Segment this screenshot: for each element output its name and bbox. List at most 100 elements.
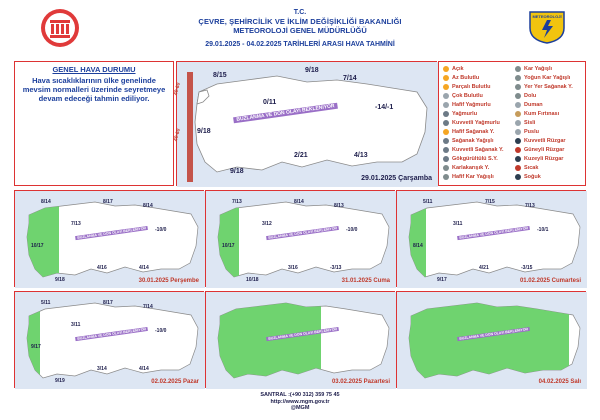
temp-label: 7/14 [143, 304, 153, 310]
legend-item: Yoğun Kar Yağışlı [515, 74, 570, 82]
weather-icon [443, 137, 449, 144]
main-map-date: 29.01.2025 Çarşamba [361, 175, 432, 182]
legend-item: Hafif Yağmurlu [443, 101, 491, 109]
day-date: 01.02.2025 Cumartesi [519, 278, 581, 284]
weather-icon [443, 101, 449, 108]
temp-label: 3/12 [262, 221, 272, 227]
temp-label: -10/1 [537, 227, 549, 233]
legend-label: Duman [524, 102, 543, 108]
temp-label: 8/14 [294, 199, 304, 205]
ministry-logo [40, 8, 80, 48]
day-date: 30.01.2025 Perşembe [138, 278, 199, 284]
forecast-period: 29.01.2025 - 04.02.2025 TARİHLERİ ARASI … [205, 41, 395, 48]
weather-icon [515, 137, 521, 144]
rain-area [218, 202, 239, 277]
legend-item: Çok Bulutlu [443, 92, 483, 100]
legend-item: Yağmurlu [443, 110, 477, 118]
temp-label: 9/18 [305, 67, 319, 74]
legend-item: Karlakarışık Y. [443, 164, 489, 172]
legend-box: Açık Kar Yağışlı Az Bulutlu Yoğun Kar Yağış… [438, 61, 586, 186]
temp-label: 7/13 [525, 203, 535, 209]
legend-item: Açık [443, 65, 464, 73]
day-date: 03.02.2025 Pazartesi [331, 379, 390, 385]
legend-label: Karlakarışık Y. [452, 165, 490, 171]
temp-label: 4/13 [354, 152, 368, 159]
legend-item: Soğuk [515, 173, 541, 181]
footer-social: @MGM [290, 405, 310, 411]
temp-label: 4/21 [479, 265, 489, 271]
weather-icon [515, 128, 521, 135]
temp-label: 2/21 [294, 152, 308, 159]
weather-icon [443, 128, 449, 135]
legend-item: Güneyli Rüzgar [515, 146, 564, 154]
legend-item: Sisli [515, 119, 535, 127]
turkey-map [15, 191, 205, 288]
rain-area [218, 303, 321, 378]
legend-item: Hafif Sağanak Y. [443, 128, 494, 136]
temp-label: 4/14 [139, 366, 149, 372]
legend-item: Kum Fırtınası [515, 110, 559, 118]
legend-label: Açık [452, 66, 464, 72]
org-line-3: METEOROLOJİ GENEL MÜDÜRLÜĞÜ [233, 26, 367, 35]
weather-icon [443, 155, 449, 162]
legend-label: Puslu [524, 129, 539, 135]
legend-label: Güneyli Rüzgar [524, 147, 565, 153]
weather-icon [443, 92, 449, 99]
general-weather-title: GENEL HAVA DURUMU [52, 65, 136, 74]
temp-label: 3/14 [97, 366, 107, 372]
legend-label: Kuvvetli Rüzgar [524, 138, 566, 144]
legend-label: Yer Yer Sağanak Y. [524, 84, 573, 90]
legend-label: Dolu [524, 93, 537, 99]
footer-url[interactable]: http://www.mgm.gov.tr [270, 398, 330, 405]
temp-label: 5/11 [41, 300, 51, 306]
legend-label: Kuvvetli Yağmurlu [452, 120, 500, 126]
temp-label: -10/0 [346, 227, 358, 233]
temp-label: 9/17 [31, 344, 41, 350]
weather-icon [515, 155, 521, 162]
org-line-1: T.C. [293, 9, 307, 16]
weather-icon [443, 83, 449, 90]
legend-label: Az Bulutlu [452, 75, 480, 81]
turkey-map [206, 292, 396, 389]
temp-label: 9/18 [55, 277, 65, 283]
turkey-map [15, 292, 205, 389]
weather-icon [515, 83, 521, 90]
weather-icon [443, 65, 449, 72]
temp-label: 10/17 [31, 243, 44, 249]
general-weather-box: GENEL HAVA DURUMU Hava sıcaklıklarının ü… [14, 61, 174, 186]
weather-icon [443, 110, 449, 117]
legend-label: Kuvvetli Sağanak Y. [452, 147, 504, 153]
temp-label: 8/17 [103, 199, 113, 205]
footer-phone: SANTRAL :(+90 312) 359 75 45 [260, 392, 340, 398]
legend-label: Kum Fırtınası [524, 111, 560, 117]
legend-item: Kuvvetli Rüzgar [515, 137, 566, 145]
weather-icon [515, 173, 521, 180]
legend-item: Yer Yer Sağanak Y. [515, 83, 573, 91]
legend-label: Hafif Kar Yağışlı [452, 174, 494, 180]
legend-label: Gökgürültülü S.Y. [452, 156, 498, 162]
legend-item: Kar Yağışlı [515, 65, 552, 73]
turkey-map [177, 62, 438, 187]
temp-label: 7/15 [485, 199, 495, 205]
weather-icon [443, 74, 449, 81]
legend-item: Gökgürültülü S.Y. [443, 155, 498, 163]
temp-label: 10/18 [246, 277, 259, 283]
temp-label: 9/18 [197, 128, 211, 135]
temp-label: -14/-1 [375, 104, 394, 111]
temp-label: 3/11 [71, 322, 81, 328]
turkey-outline [194, 75, 428, 173]
temp-label: -3/13 [330, 265, 342, 271]
legend-item: Az Bulutlu [443, 74, 479, 82]
temp-label: 8/14 [413, 243, 423, 249]
legend-label: Yağmurlu [452, 111, 478, 117]
legend-item: Parçalı Bulutlu [443, 83, 491, 91]
legend-label: Parçalı Bulutlu [452, 84, 491, 90]
weather-icon [443, 146, 449, 153]
temp-label: 7/14 [343, 75, 357, 82]
temp-label: 8/14 [41, 199, 51, 205]
